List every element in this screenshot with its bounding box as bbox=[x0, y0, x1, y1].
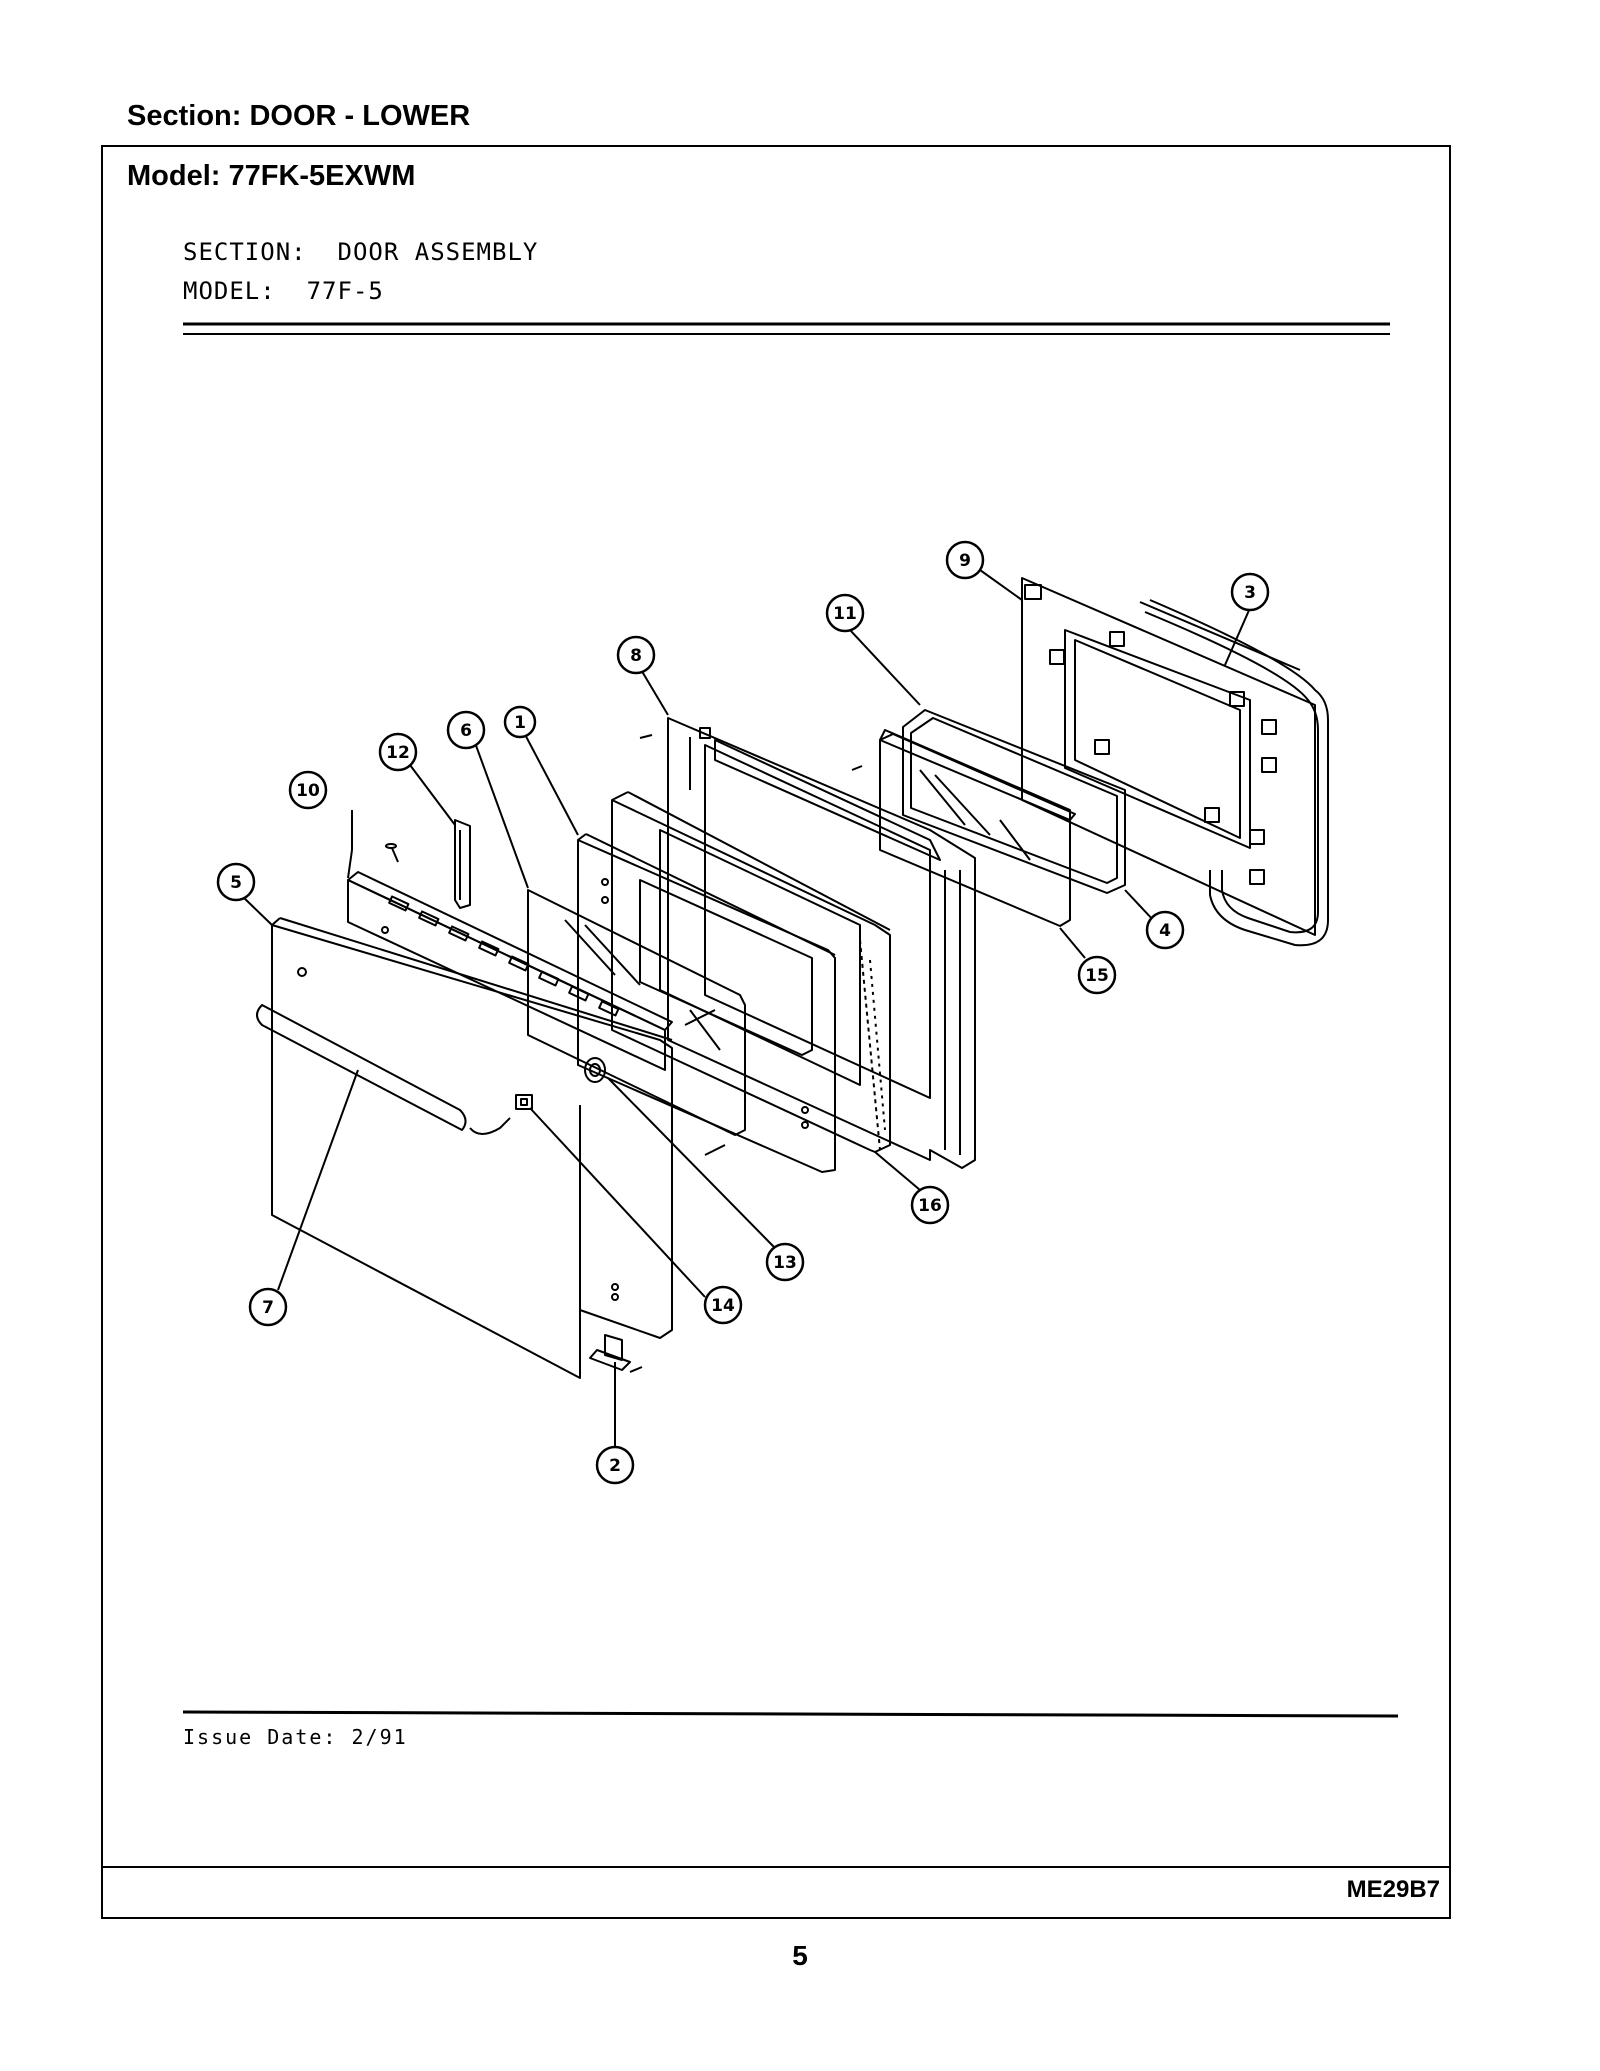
callout-15 bbox=[1077, 955, 1117, 995]
sub-section-value: DOOR ASSEMBLY bbox=[337, 238, 539, 266]
callout-label-3: 3 bbox=[1244, 583, 1256, 603]
part-top-trim bbox=[347, 871, 673, 1071]
sub-section-label: SECTION: bbox=[183, 238, 307, 266]
footer-divider bbox=[101, 1866, 1451, 1868]
page-frame bbox=[101, 145, 1451, 1919]
issue-date: Issue Date: 2/91 bbox=[183, 1725, 408, 1749]
callout-label-11: 11 bbox=[833, 604, 857, 624]
part-grommet bbox=[584, 1057, 606, 1083]
callout-10 bbox=[288, 770, 328, 810]
callout-label-5: 5 bbox=[230, 873, 242, 893]
callout-7 bbox=[248, 1287, 288, 1327]
callout-circles bbox=[216, 540, 1270, 1485]
callout-label-13: 13 bbox=[773, 1253, 797, 1273]
part-handle-clip bbox=[515, 1094, 533, 1110]
callout-label-10: 10 bbox=[296, 781, 320, 801]
sub-model-line: MODEL: 77F-5 bbox=[183, 277, 384, 305]
part-inner-frame bbox=[1021, 577, 1316, 936]
callout-label-12: 12 bbox=[386, 743, 410, 763]
callout-label-6: 6 bbox=[460, 721, 472, 741]
callout-11 bbox=[825, 593, 865, 633]
callout-2 bbox=[595, 1445, 635, 1485]
part-gasket bbox=[1139, 599, 1329, 947]
callout-label-14: 14 bbox=[711, 1296, 735, 1316]
callout-1 bbox=[503, 705, 537, 739]
callout-8 bbox=[616, 635, 656, 675]
section-heading: Section: DOOR - LOWER bbox=[127, 100, 471, 132]
part-outer-panel bbox=[271, 917, 673, 1379]
callout-6 bbox=[446, 710, 486, 750]
callout-14 bbox=[703, 1285, 743, 1325]
callout-label-9: 9 bbox=[959, 551, 971, 571]
callout-16 bbox=[910, 1185, 950, 1225]
callout-4 bbox=[1145, 910, 1185, 950]
page-number: 5 bbox=[792, 1940, 808, 1971]
part-inner-glass bbox=[879, 729, 1076, 927]
callout-label-16: 16 bbox=[918, 1196, 942, 1216]
part-inner-panel bbox=[577, 833, 836, 1173]
callout-3 bbox=[1230, 572, 1270, 612]
callout-13 bbox=[765, 1242, 805, 1282]
callout-label-7: 7 bbox=[262, 1298, 274, 1318]
callout-label-15: 15 bbox=[1085, 966, 1109, 986]
part-insulation bbox=[611, 791, 891, 1153]
model-heading: Model: 77FK-5EXWM bbox=[127, 160, 416, 192]
screws bbox=[385, 734, 863, 1373]
sub-model-label: MODEL: bbox=[183, 277, 276, 305]
part-bracket bbox=[454, 819, 471, 909]
document-code: ME29B7 bbox=[1346, 1876, 1440, 1903]
part-door-frame bbox=[667, 717, 976, 1169]
part-handle bbox=[256, 1004, 511, 1135]
callout-label-2: 2 bbox=[609, 1456, 621, 1476]
part-hinge-bracket bbox=[589, 1334, 631, 1371]
sub-model-value: 77F-5 bbox=[306, 277, 384, 305]
part-glass-gasket bbox=[902, 709, 1126, 894]
callout-label-4: 4 bbox=[1159, 921, 1171, 941]
callout-label-1: 1 bbox=[514, 713, 526, 733]
callout-5 bbox=[216, 862, 256, 902]
part-window-glass bbox=[527, 889, 746, 1136]
callout-label-8: 8 bbox=[630, 646, 642, 666]
leader-lines bbox=[241, 569, 1251, 1448]
issue-date-rule bbox=[182, 1710, 1399, 1718]
callout-12 bbox=[378, 732, 418, 772]
sub-section-line: SECTION: DOOR ASSEMBLY bbox=[183, 238, 538, 266]
callout-9 bbox=[945, 540, 985, 580]
